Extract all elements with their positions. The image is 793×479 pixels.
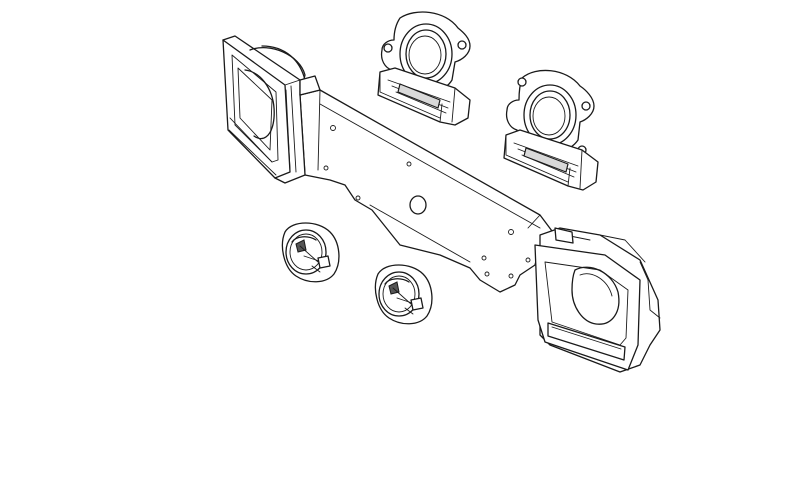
upper-ring-right: [503, 69, 599, 191]
left-lamp-housing: [222, 35, 321, 184]
center-hole: [409, 195, 427, 215]
bezel-panel: [222, 35, 661, 373]
adjuster-cup-right: [374, 264, 433, 325]
adjuster-cup-left: [281, 222, 340, 283]
right-lamp-housing: [534, 227, 661, 373]
upper-ring-left: [377, 11, 471, 126]
